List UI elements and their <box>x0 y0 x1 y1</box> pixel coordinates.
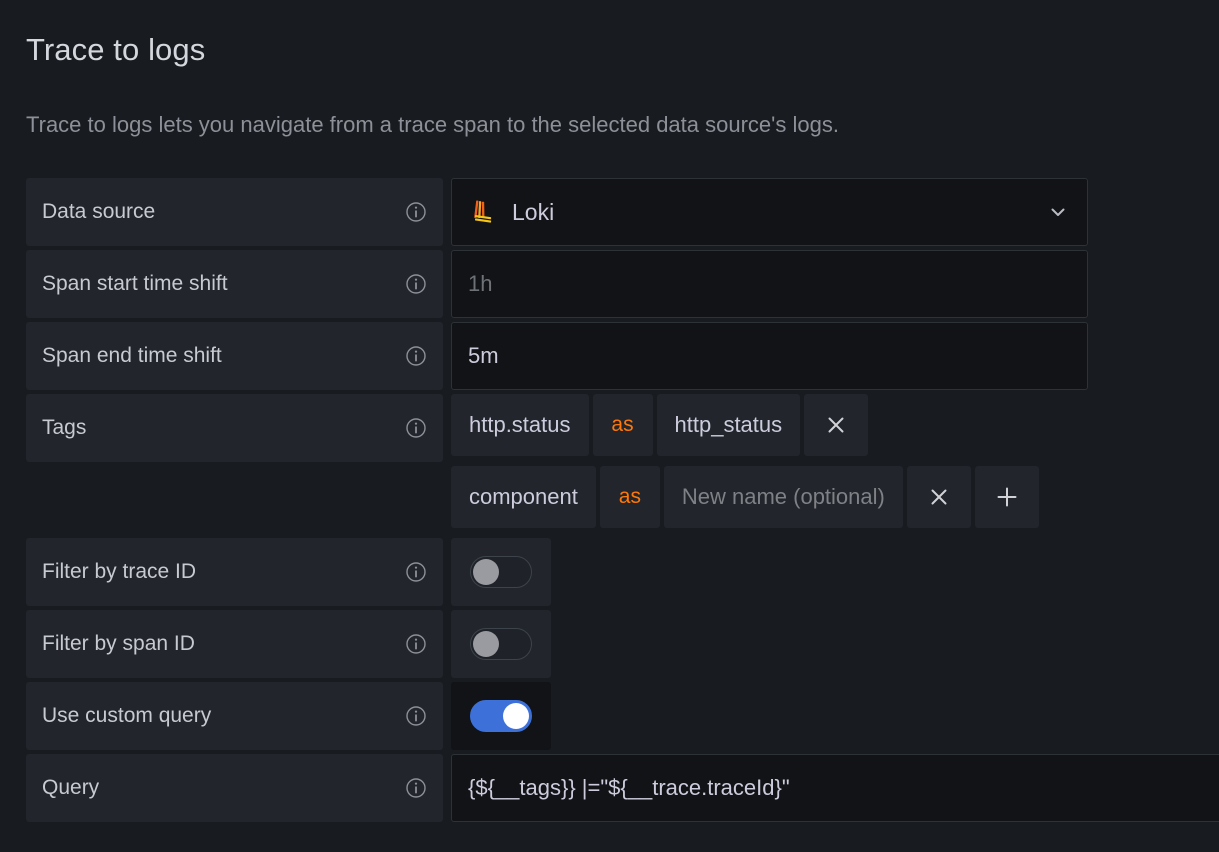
remove-tag-button[interactable] <box>906 466 971 528</box>
label-data-source: Data source <box>26 178 443 246</box>
label-query-text: Query <box>42 776 100 800</box>
form-row-query: Query {${__tags}} |="${__trace.traceId}" <box>0 754 1219 822</box>
filter-by-span-id-toggle-cell <box>451 610 551 678</box>
label-use-custom-query-text: Use custom query <box>42 704 212 728</box>
toggle-knob <box>473 631 499 657</box>
trace-to-logs-form: Data source <box>0 178 1219 826</box>
label-tags: Tags <box>26 394 443 462</box>
form-row-filter-by-span-id: Filter by span ID <box>0 610 1219 678</box>
form-row-data-source: Data source <box>0 178 1219 246</box>
use-custom-query-toggle[interactable] <box>470 700 532 732</box>
tag-key-input[interactable]: component <box>451 466 596 528</box>
info-circle-icon[interactable] <box>405 201 427 223</box>
tag-mapping-row: http.status as http_status <box>451 394 872 456</box>
loki-logo-icon <box>466 197 496 227</box>
info-circle-icon[interactable] <box>405 633 427 655</box>
page-title: Trace to logs <box>26 32 206 67</box>
toggle-knob <box>503 703 529 729</box>
info-circle-icon[interactable] <box>405 561 427 583</box>
tag-value-input[interactable]: New name (optional) <box>663 466 903 528</box>
info-circle-icon[interactable] <box>405 777 427 799</box>
page-description: Trace to logs lets you navigate from a t… <box>26 112 839 137</box>
data-source-selected-value: Loki <box>512 198 555 225</box>
form-row-tags: Tags http.status as http_status <box>0 394 1219 462</box>
chevron-down-icon[interactable] <box>1047 201 1069 223</box>
label-filter-by-trace-id-text: Filter by trace ID <box>42 560 197 584</box>
add-tag-button[interactable] <box>974 466 1039 528</box>
form-row-span-end-time-shift: Span end time shift 5m <box>0 322 1219 390</box>
tag-as-label: as <box>599 466 660 528</box>
tag-value-input[interactable]: http_status <box>656 394 801 456</box>
form-row-use-custom-query: Use custom query <box>0 682 1219 750</box>
tag-key-input[interactable]: http.status <box>451 394 589 456</box>
span-end-time-shift-input[interactable]: 5m <box>451 322 1088 390</box>
toggle-knob <box>473 559 499 585</box>
label-span-start-time-shift: Span start time shift <box>26 250 443 318</box>
query-input[interactable]: {${__tags}} |="${__trace.traceId}" <box>451 754 1219 822</box>
tag-as-label: as <box>592 394 653 456</box>
label-use-custom-query: Use custom query <box>26 682 443 750</box>
label-filter-by-trace-id: Filter by trace ID <box>26 538 443 606</box>
filter-by-span-id-toggle[interactable] <box>470 628 532 660</box>
span-start-time-shift-input[interactable]: 1h <box>451 250 1088 318</box>
info-circle-icon[interactable] <box>405 273 427 295</box>
info-circle-icon[interactable] <box>405 417 427 439</box>
use-custom-query-toggle-cell <box>451 682 551 750</box>
tag-mapping-row: component as New name (optional) <box>451 466 1043 528</box>
form-row-filter-by-trace-id: Filter by trace ID <box>0 538 1219 606</box>
label-span-end-time-shift-text: Span end time shift <box>42 344 222 368</box>
data-source-select[interactable]: Loki <box>451 178 1088 246</box>
label-tags-spacer <box>26 466 443 534</box>
info-circle-icon[interactable] <box>405 345 427 367</box>
plus-icon <box>994 484 1020 510</box>
close-icon <box>824 413 848 437</box>
form-row-span-start-time-shift: Span start time shift 1h <box>0 250 1219 318</box>
filter-by-trace-id-toggle[interactable] <box>470 556 532 588</box>
form-row-tags-second: component as New name (optional) <box>0 466 1219 534</box>
label-query: Query <box>26 754 443 822</box>
label-span-end-time-shift: Span end time shift <box>26 322 443 390</box>
label-filter-by-span-id-text: Filter by span ID <box>42 632 195 656</box>
label-data-source-text: Data source <box>42 200 156 224</box>
close-icon <box>927 485 951 509</box>
label-span-start-time-shift-text: Span start time shift <box>42 272 228 296</box>
label-tags-text: Tags <box>42 416 87 440</box>
filter-by-trace-id-toggle-cell <box>451 538 551 606</box>
remove-tag-button[interactable] <box>804 394 869 456</box>
label-filter-by-span-id: Filter by span ID <box>26 610 443 678</box>
info-circle-icon[interactable] <box>405 705 427 727</box>
